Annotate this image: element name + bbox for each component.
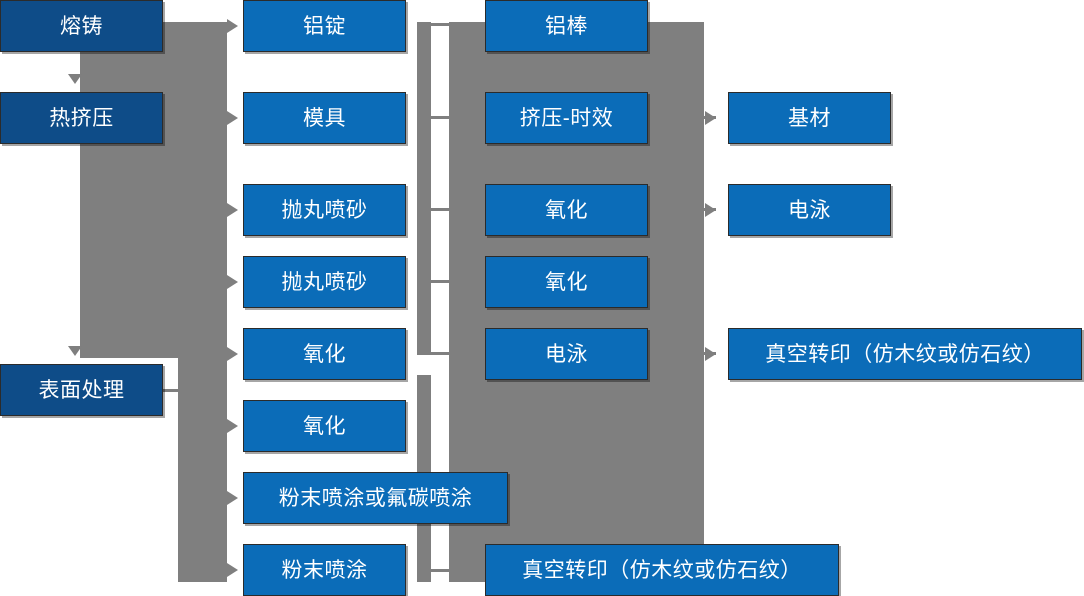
input-box-fenmopentu-huotan[interactable]: 粉末喷涂或氟碳喷涂	[243, 472, 508, 524]
tick-rail-to-panel-3	[431, 208, 449, 211]
tick-rail-to-panel-4	[431, 280, 449, 283]
arrow-right-to-lvding	[227, 19, 238, 33]
stage-box-biaomianchuli[interactable]: 表面处理	[0, 364, 163, 416]
stage-box-rejiya[interactable]: 热挤压	[0, 92, 163, 144]
input-box-yanghua-1[interactable]: 氧化	[243, 328, 406, 380]
process-box-dianyong[interactable]: 电泳	[485, 328, 648, 380]
output-label: 电泳	[788, 198, 831, 222]
process-box-lvbang[interactable]: 铝棒	[485, 0, 648, 52]
input-label: 铝锭	[303, 14, 346, 38]
process-label: 挤压-时效	[519, 106, 614, 130]
tick-rail-to-panel-6	[431, 569, 449, 572]
arrow-down-reji-to-biaomian	[68, 346, 82, 356]
input-box-paowanpensha-1[interactable]: 抛丸喷砂	[243, 184, 406, 236]
arrow-right-to-yanghua-1	[227, 347, 238, 361]
tick-rail-to-panel-1	[431, 23, 449, 26]
output-box-jicai[interactable]: 基材	[728, 92, 891, 144]
tick-rail-to-panel-2	[431, 116, 449, 119]
arrow-right-to-fenmo	[227, 563, 238, 577]
input-box-lvding[interactable]: 铝锭	[243, 0, 406, 52]
process-box-zhenkongzhuanyin[interactable]: 真空转印（仿木纹或仿石纹）	[485, 544, 839, 596]
stage-label: 熔铸	[60, 14, 103, 38]
input-label: 抛丸喷砂	[281, 270, 368, 294]
arrow-right-to-muju	[227, 111, 238, 125]
input-box-paowanpensha-2[interactable]: 抛丸喷砂	[243, 256, 406, 308]
arrow-right-to-dianyong	[705, 203, 716, 217]
arrow-right-to-yanghua-2	[227, 419, 238, 433]
process-box-yanghua-1[interactable]: 氧化	[485, 184, 648, 236]
connector-biaomian-stub	[160, 389, 180, 392]
output-box-dianyong[interactable]: 电泳	[728, 184, 891, 236]
process-box-yanghua-2[interactable]: 氧化	[485, 256, 648, 308]
connector-stage-trunk-upper	[80, 22, 227, 358]
arrow-right-to-jicai	[705, 111, 716, 125]
input-label: 氧化	[303, 414, 346, 438]
input-label: 粉末喷涂	[281, 558, 368, 582]
input-label: 氧化	[303, 342, 346, 366]
arrow-right-to-paowan-2	[227, 275, 238, 289]
tick-rail-to-panel-5	[431, 352, 449, 355]
input-box-yanghua-2[interactable]: 氧化	[243, 400, 406, 452]
arrow-down-rongzhu-to-reji	[68, 74, 82, 84]
process-label: 氧化	[545, 198, 588, 222]
process-label: 电泳	[545, 342, 588, 366]
input-label: 抛丸喷砂	[281, 198, 368, 222]
stage-label: 表面处理	[38, 378, 125, 402]
output-label: 基材	[788, 106, 831, 130]
connector-stage-trunk-lower	[178, 358, 227, 582]
process-label: 铝棒	[545, 14, 588, 38]
arrow-right-to-paowan-1	[227, 203, 238, 217]
input-label: 粉末喷涂或氟碳喷涂	[278, 486, 473, 510]
input-label: 模具	[303, 106, 346, 130]
input-box-muju[interactable]: 模具	[243, 92, 406, 144]
stage-label: 热挤压	[49, 106, 114, 130]
process-label: 氧化	[545, 270, 588, 294]
output-box-zhenkongzhuanyin[interactable]: 真空转印（仿木纹或仿石纹）	[728, 328, 1082, 380]
input-box-fenmopentu[interactable]: 粉末喷涂	[243, 544, 406, 596]
stage-box-rongzhu[interactable]: 熔铸	[0, 0, 163, 52]
process-label: 真空转印（仿木纹或仿石纹）	[522, 558, 802, 582]
process-box-jiya-shixiao[interactable]: 挤压-时效	[485, 92, 648, 144]
arrow-right-to-fenmo-fu	[227, 491, 238, 505]
output-label: 真空转印（仿木纹或仿石纹）	[765, 342, 1045, 366]
connector-input-rail-upper	[417, 22, 431, 355]
arrow-right-to-zhenkong	[705, 347, 716, 361]
